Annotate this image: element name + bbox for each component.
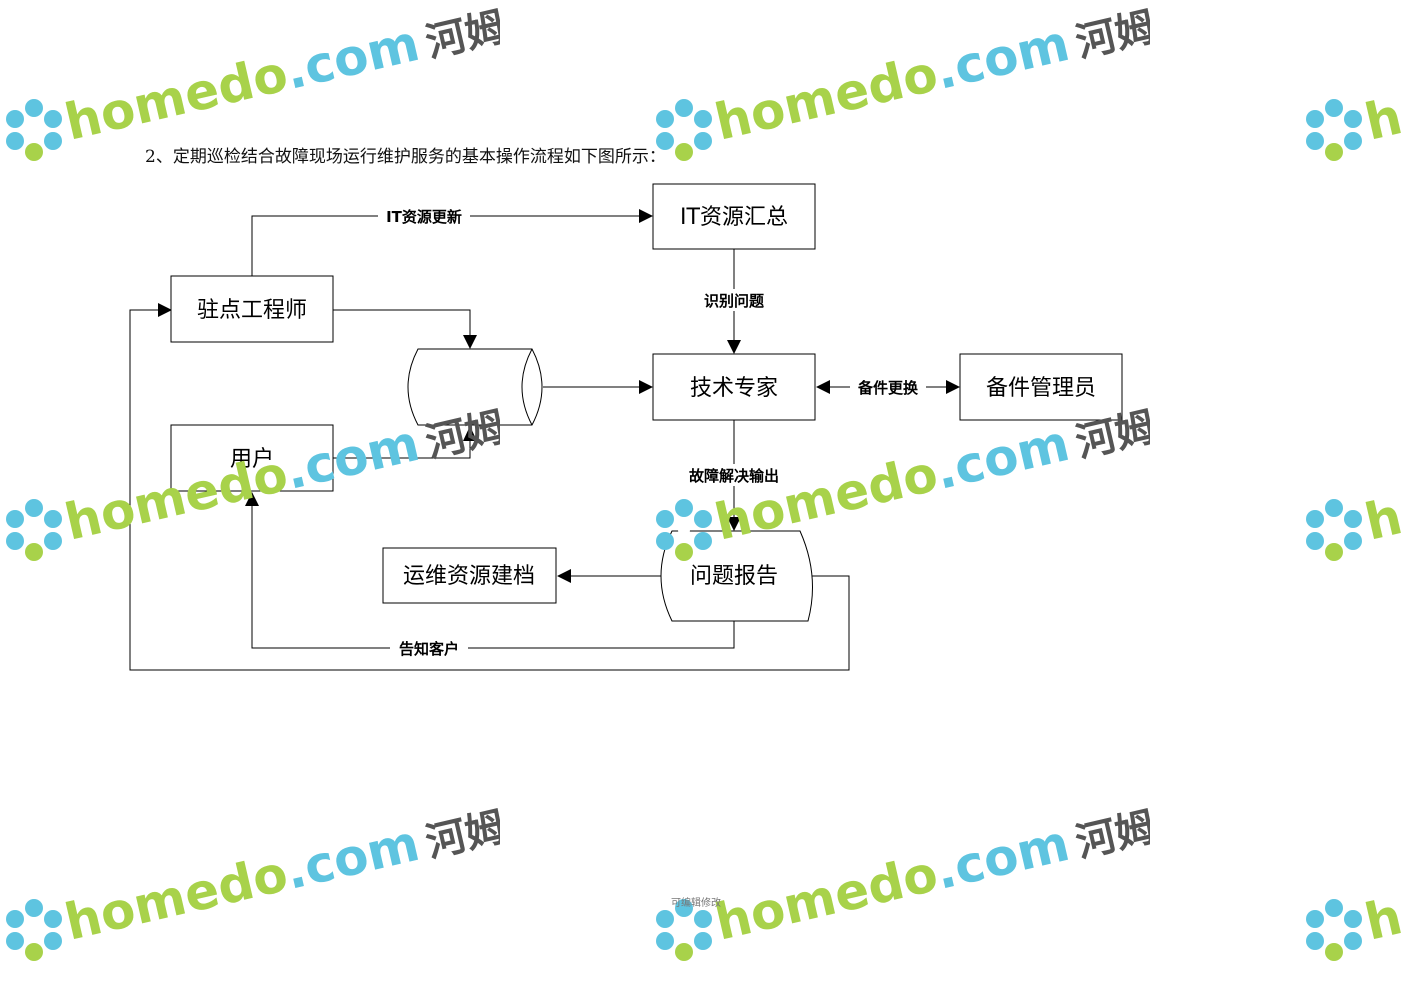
edge-it-update-line (251, 215, 641, 276)
intro-paragraph: 2、定期巡检结合故障现场运行维护服务的基本操作流程如下图所示： (145, 147, 666, 167)
node-report (660, 530, 813, 622)
arrowhead (557, 569, 571, 583)
edge-label-spare-swap: 备件更换 (857, 379, 919, 397)
arrowhead (463, 426, 477, 441)
node-user-label: 用户 (230, 447, 274, 472)
node-storage-drum (407, 348, 543, 426)
edge-user-drum-line (333, 441, 471, 459)
edge-notify-line (251, 506, 735, 649)
node-archive-label: 运维资源建档 (403, 564, 535, 589)
node-spare-admin-label: 备件管理员 (986, 376, 1096, 401)
node-it-summary (652, 183, 816, 250)
node-expert-label: 技术专家 (690, 376, 778, 401)
node-expert (652, 353, 816, 421)
node-spare-admin (959, 353, 1123, 421)
node-engineer-label: 驻点工程师 (197, 298, 307, 323)
arrowhead (158, 303, 172, 317)
arrowhead (639, 209, 653, 223)
edge-label-fault-output: 故障解决输出 (689, 467, 779, 485)
edge-label-it-update: IT资源更新 (386, 208, 462, 226)
node-engineer (170, 275, 334, 343)
edge-label-identify: 识别问题 (704, 292, 765, 310)
arrowhead (639, 380, 653, 394)
node-report-label: 问题报告 (690, 564, 778, 589)
footer-note: 可编辑修改 (671, 898, 721, 909)
arrowhead (463, 335, 477, 349)
arrowhead (245, 492, 259, 506)
edge-engineer-drum-line (333, 309, 471, 336)
edge-loop-line (129, 309, 850, 671)
arrowhead (727, 517, 741, 531)
arrowhead (727, 340, 741, 354)
edge-label-notify: 告知客户 (399, 640, 459, 658)
node-it-summary-label: IT资源汇总 (680, 205, 788, 230)
arrowhead (816, 380, 830, 394)
node-user (170, 424, 334, 492)
arrowhead (946, 380, 960, 394)
node-archive (382, 547, 557, 604)
